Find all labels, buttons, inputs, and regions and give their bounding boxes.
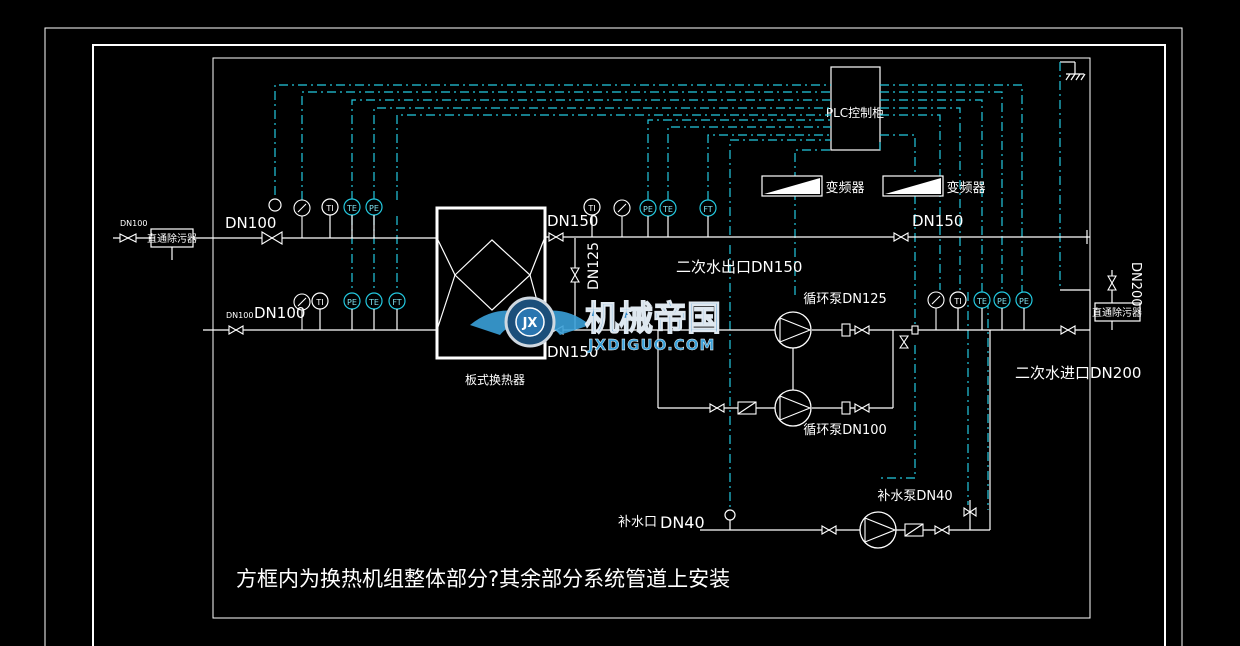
plate-heat-exchanger: 板式换热器 <box>435 206 547 387</box>
small-size-lower: DN100 <box>226 311 253 320</box>
strainer-left: 直通除污器 <box>147 228 197 260</box>
right-vertical-size: DN200 <box>1128 262 1143 307</box>
strainer-label-right: 直通除污器 <box>1092 306 1142 319</box>
bypass-size: DN125 <box>586 242 602 290</box>
ft-label: FT <box>392 298 401 307</box>
drawing-note: 方框内为换热机组整体部分?其余部分系统管道上安装 <box>236 567 730 591</box>
watermark-logo: JX <box>470 296 590 348</box>
pressure-gauges <box>293 199 945 330</box>
plc-cabinet: PLC控制柜 <box>826 66 884 151</box>
circ-pump-2-label: 循环泵DN100 <box>803 423 887 438</box>
upper-left-size: DN100 <box>225 214 276 232</box>
pipes <box>113 230 1113 531</box>
circulation-pump-2: 循环泵DN100 <box>774 389 887 438</box>
secondary-outlet-label: 二次水出口DN150 <box>676 258 802 276</box>
outer-frame <box>44 27 1183 646</box>
strainer-label-left: 直通除污器 <box>147 232 197 245</box>
ground-icon <box>1059 61 1086 290</box>
watermark-logo-letters: JX <box>522 316 538 331</box>
pe-label: PE <box>347 298 357 307</box>
transmitters: TE PE PE TE FT PE TE FT TE PE PE <box>268 198 1033 521</box>
inner-frame <box>92 44 1166 646</box>
secondary-inlet-label: 二次水进口DN200 <box>1015 364 1141 382</box>
vfd-2: 变频器 <box>882 175 986 197</box>
te-label: TE <box>976 297 987 306</box>
makeup-pump: 补水泵DN40 <box>859 489 953 549</box>
upper-right-size: DN150 <box>912 212 963 230</box>
makeup-pump-label: 补水泵DN40 <box>877 489 952 504</box>
pe-label: PE <box>1019 297 1029 306</box>
ti-label: TI <box>315 298 323 307</box>
valves <box>119 231 1117 537</box>
ti-label: TI <box>953 297 961 306</box>
pe-label: PE <box>997 297 1007 306</box>
small-size-upper: DN100 <box>120 219 147 228</box>
ti-label: TI <box>325 204 333 213</box>
te-label: TE <box>346 204 357 213</box>
ft-label: FT <box>703 205 712 214</box>
vfd-label-1: 变频器 <box>825 180 864 196</box>
ti-label: TI <box>587 204 595 213</box>
lower-left-size: DN100 <box>254 304 305 322</box>
signal-lines <box>274 84 1023 510</box>
pe-label: PE <box>643 205 653 214</box>
vfd-label-2: 变频器 <box>946 180 985 196</box>
lower-mid-size: DN150 <box>547 343 598 361</box>
pe-label: PE <box>369 204 379 213</box>
upper-mid-size: DN150 <box>547 212 598 230</box>
plc-label: PLC控制柜 <box>826 106 884 120</box>
watermark-brand: 机械帝国 <box>585 299 721 339</box>
te-label: TE <box>368 298 379 307</box>
vfd-1: 变频器 <box>761 175 865 197</box>
temperature-indicators: TI TI TI TI <box>311 198 967 330</box>
makeup-size-label: DN40 <box>660 513 705 532</box>
circ-pump-1-label: 循环泵DN125 <box>803 292 887 307</box>
exchanger-label: 板式换热器 <box>465 373 525 387</box>
watermark-url: JXDIGUO.COM <box>587 336 715 354</box>
strainer-right: 直通除污器 <box>1092 302 1142 322</box>
unit-boundary-frame <box>212 57 1091 619</box>
te-label: TE <box>662 205 673 214</box>
circulation-pump-1: 循环泵DN125 <box>774 292 887 349</box>
makeup-inlet-label: 补水口 <box>618 515 657 530</box>
pipe-size-labels: DN100 DN100 DN100 DN100 DN150 DN150 DN12… <box>120 212 1143 532</box>
